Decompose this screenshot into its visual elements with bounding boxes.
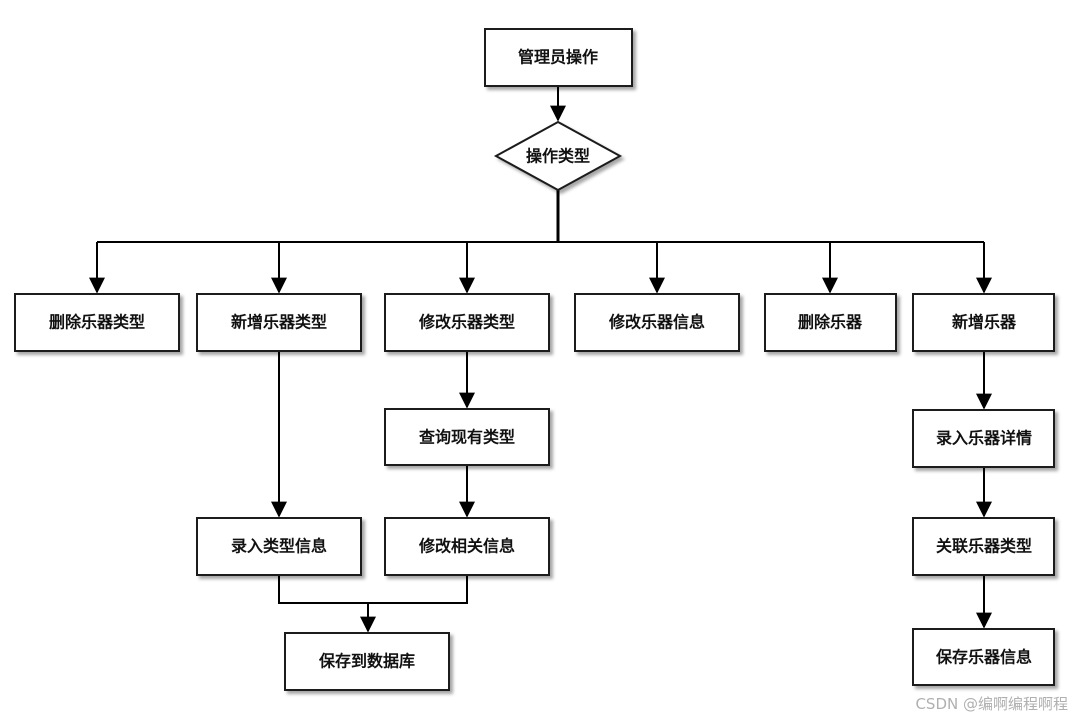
node-save-instrument-label: 保存乐器信息	[935, 648, 1032, 667]
node-decision-label: 操作类型	[526, 147, 590, 166]
node-link-type-label: 关联乐器类型	[936, 537, 1032, 556]
node-add-instrument-label: 新增乐器	[952, 313, 1017, 332]
node-edit-type: 修改乐器类型	[384, 293, 550, 352]
node-delete-instrument-label: 删除乐器	[798, 313, 863, 332]
node-edit-instrument: 修改乐器信息	[574, 293, 740, 352]
node-root-label: 管理员操作	[518, 48, 598, 67]
node-save-db-label: 保存到数据库	[318, 652, 415, 671]
node-enter-instrument-detail: 录入乐器详情	[912, 409, 1055, 468]
node-root: 管理员操作	[484, 28, 633, 87]
node-add-type: 新增乐器类型	[196, 293, 362, 352]
node-link-type: 关联乐器类型	[912, 517, 1055, 576]
node-query-types-label: 查询现有类型	[419, 428, 515, 447]
node-query-types: 查询现有类型	[384, 408, 550, 466]
node-edit-related: 修改相关信息	[384, 517, 550, 576]
node-edit-type-label: 修改乐器类型	[418, 313, 515, 332]
node-delete-instrument: 删除乐器	[764, 293, 897, 352]
watermark: CSDN @编啊编程啊程	[915, 695, 1068, 713]
node-save-db: 保存到数据库	[284, 632, 450, 691]
connectors	[89, 86, 992, 633]
node-edit-instrument-label: 修改乐器信息	[608, 313, 705, 332]
node-save-instrument: 保存乐器信息	[912, 628, 1055, 686]
node-edit-related-label: 修改相关信息	[418, 537, 515, 556]
node-enter-instrument-detail-label: 录入乐器详情	[936, 429, 1032, 448]
node-delete-type: 删除乐器类型	[14, 293, 180, 352]
node-delete-type-label: 删除乐器类型	[49, 313, 145, 332]
node-add-type-label: 新增乐器类型	[231, 313, 327, 332]
node-add-instrument: 新增乐器	[912, 293, 1055, 352]
node-enter-type-info: 录入类型信息	[196, 517, 362, 576]
node-decision: 操作类型	[493, 120, 623, 192]
node-enter-type-info-label: 录入类型信息	[231, 537, 327, 556]
merge-line	[278, 575, 468, 604]
